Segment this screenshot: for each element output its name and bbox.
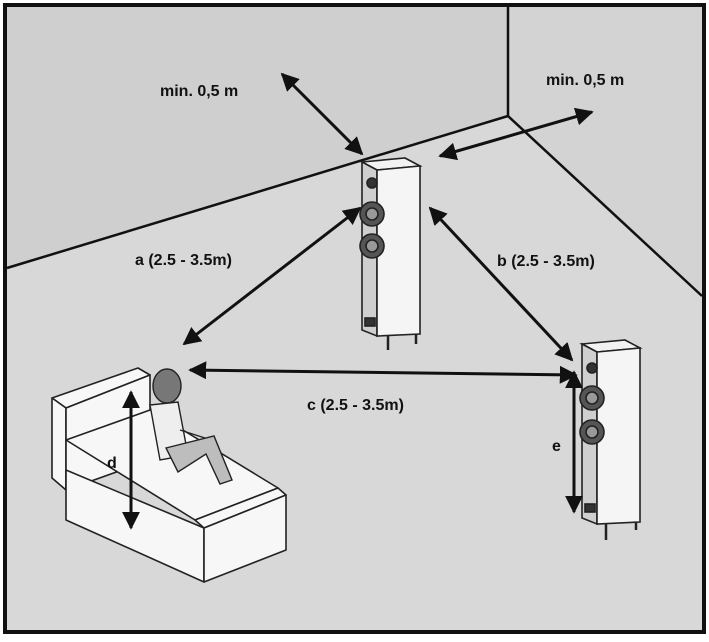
- speaker-back-front: [376, 165, 421, 337]
- arrow-b: [428, 206, 574, 362]
- label-c: c (2.5 - 3.5m): [307, 397, 404, 414]
- label-b: b (2.5 - 3.5m): [497, 253, 595, 270]
- arrow-min-side-wall: [438, 107, 594, 161]
- side-wall: [508, 7, 702, 296]
- label-e: e: [552, 438, 561, 455]
- arrow-c: [188, 361, 578, 384]
- listener-head: [152, 368, 182, 404]
- speaker-right-front: [596, 347, 641, 525]
- listener-legs: [164, 435, 233, 485]
- sofa-arm-side: [203, 494, 287, 583]
- label-min-back-wall: min. 0,5 m: [160, 83, 238, 100]
- speaker-back-port: [364, 317, 376, 327]
- arrow-min-back-wall: [280, 72, 364, 156]
- listener: [149, 368, 233, 485]
- back-wall: [7, 7, 508, 268]
- sofa-back-front: [51, 397, 67, 491]
- label-d: d: [107, 455, 117, 472]
- listener-arm: [179, 429, 206, 439]
- speaker-right-tweeter: [586, 362, 598, 374]
- speaker-back-tweeter: [366, 177, 378, 189]
- arrow-a: [182, 206, 362, 346]
- label-a: a (2.5 - 3.5m): [135, 252, 232, 269]
- speaker-right-port: [584, 503, 596, 513]
- label-min-side-wall: min. 0,5 m: [546, 72, 624, 89]
- back-wall-floor-edge: [6, 114, 509, 270]
- speaker-back: [359, 157, 423, 350]
- speaker-right: [579, 339, 643, 540]
